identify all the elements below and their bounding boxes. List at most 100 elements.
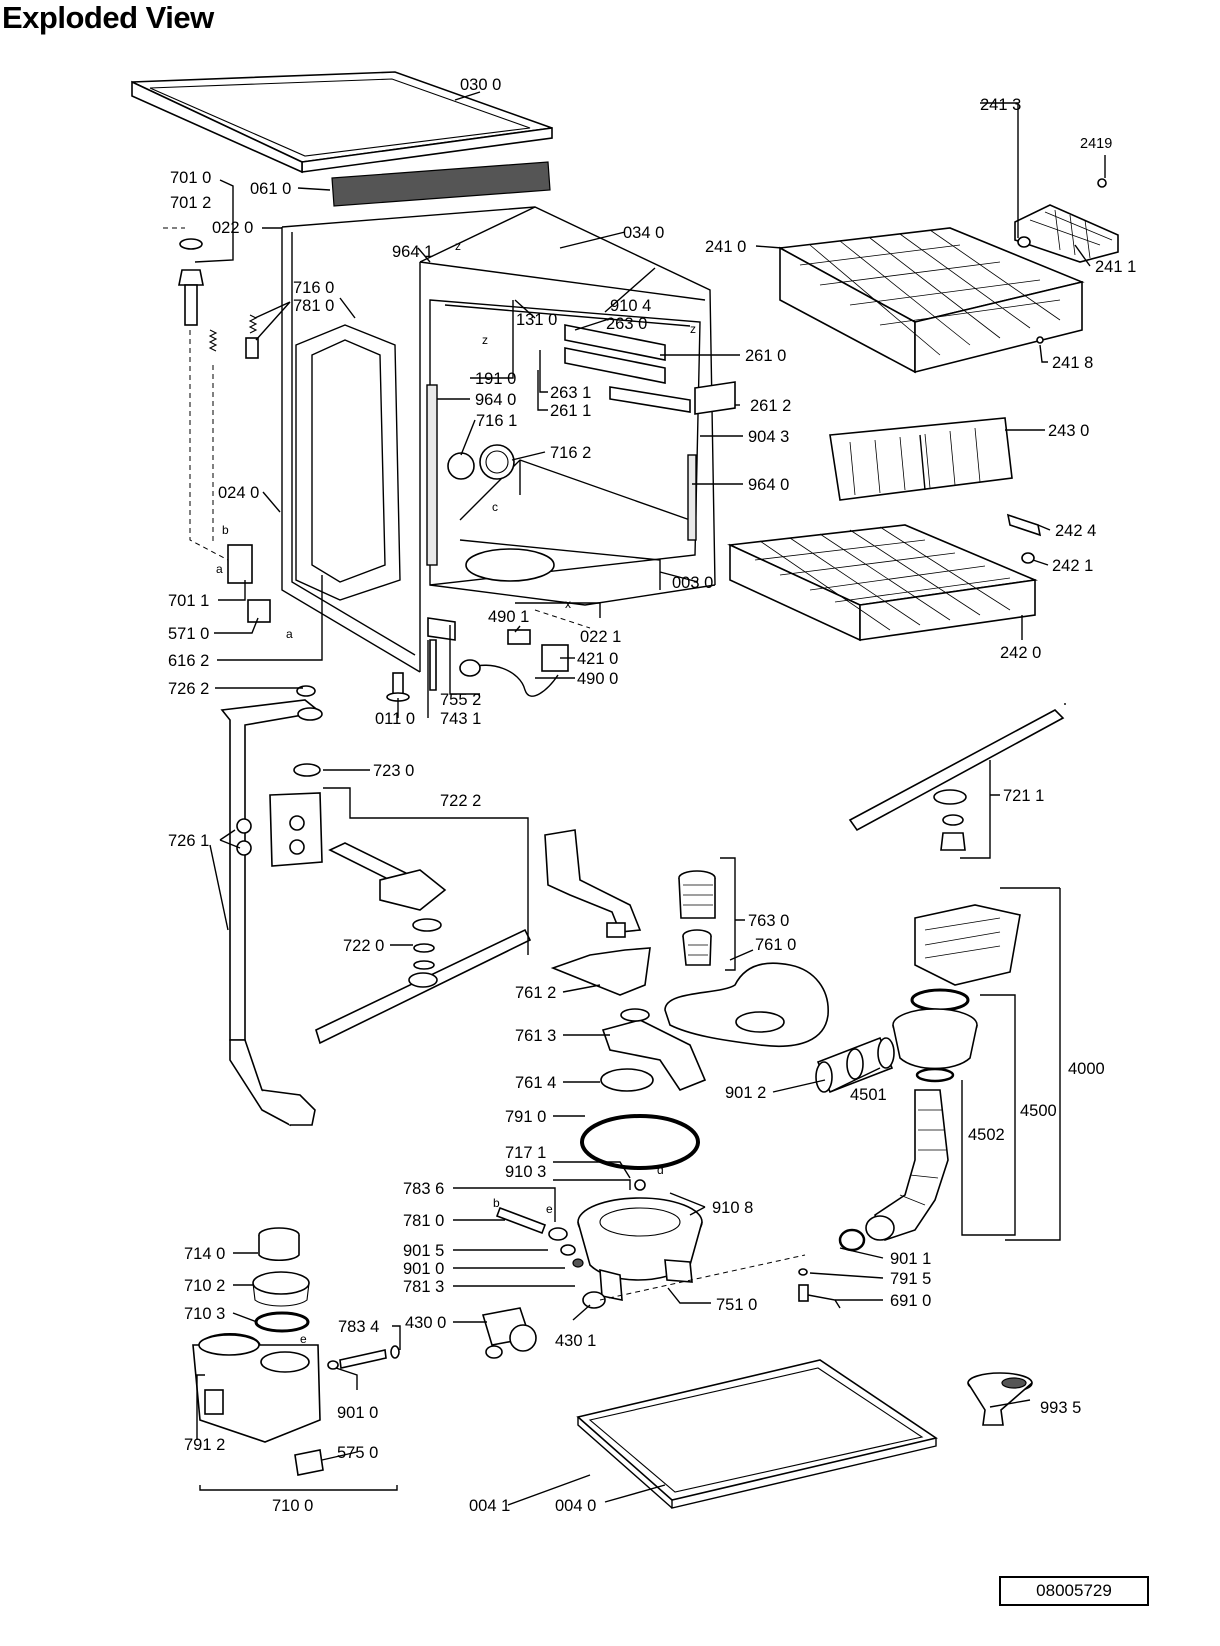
callout-242-0: 242 0	[1000, 644, 1041, 662]
heater-housing	[910, 904, 1021, 1012]
callout-242-4: 242 4	[1055, 522, 1096, 540]
callout-755-2: 755 2	[440, 691, 481, 709]
springs	[208, 314, 259, 359]
callout-761-0: 761 0	[755, 936, 796, 954]
ref-letter-z: z	[690, 322, 696, 336]
callout-714-0: 714 0	[184, 1245, 225, 1263]
callout-722-0: 722 0	[343, 937, 384, 955]
callout-571-0: 571 0	[168, 625, 209, 643]
callout-761-3: 761 3	[515, 1027, 556, 1045]
page-title: Exploded View	[2, 0, 214, 35]
callout-024-0: 024 0	[218, 484, 259, 502]
insulation-strip	[331, 161, 551, 207]
leader-lines	[163, 91, 1106, 1506]
callout-241-8: 241 8	[1052, 354, 1093, 372]
feed-pipe	[220, 685, 323, 1127]
callout-964-1: 964 1	[392, 243, 433, 261]
callout-241-0: 241 0	[705, 238, 746, 256]
callout-761-4: 761 4	[515, 1074, 556, 1092]
basket-small-parts	[1006, 178, 1107, 564]
callout-241-3: 241 3	[980, 96, 1021, 114]
salt-inlet	[327, 1345, 400, 1370]
callout-791-2: 791 2	[184, 1436, 225, 1454]
funnel	[967, 1372, 1033, 1426]
callout-761-2: 761 2	[515, 984, 556, 1002]
inlet-pipe	[495, 1206, 584, 1268]
top-cover	[131, 71, 553, 174]
callout-751-0: 751 0	[716, 1296, 757, 1314]
upper-rail	[564, 324, 691, 413]
callout-701-2: 701 2	[170, 194, 211, 212]
callout-011-0: 011 0	[375, 710, 415, 728]
callout-763-0: 763 0	[748, 912, 789, 930]
callout-4501: 4501	[850, 1086, 887, 1104]
callout-791-5: 791 5	[890, 1270, 931, 1288]
callout-004-1: 004 1	[469, 1497, 510, 1515]
reference-letters: z z z b a a c x b e d e	[216, 239, 696, 1346]
ref-letter-e: e	[300, 1332, 307, 1346]
callout-022-1: 022 1	[580, 628, 621, 646]
callout-781-3: 781 3	[403, 1278, 444, 1296]
callout-721-1: 721 1	[1003, 787, 1044, 805]
callout-781-0-lower: 781 0	[403, 1212, 444, 1230]
callout-701-0: 701 0	[170, 169, 211, 187]
callout-904-3: 904 3	[748, 428, 789, 446]
callout-964-0-right: 964 0	[748, 476, 789, 494]
callout-901-0-sump: 901 0	[403, 1260, 444, 1278]
salt-container	[192, 1227, 324, 1476]
callout-241-1: 241 1	[1095, 258, 1136, 276]
callout-022-0: 022 0	[212, 219, 253, 237]
ref-letter-z: z	[482, 333, 488, 347]
callout-722-2: 722 2	[440, 792, 481, 810]
callout-716-2: 716 2	[550, 444, 591, 462]
callout-901-1: 901 1	[890, 1250, 931, 1268]
ref-letter-z: z	[455, 239, 461, 253]
callout-910-8: 910 8	[712, 1199, 753, 1217]
water-guide	[550, 947, 707, 1092]
callout-716-1: 716 1	[476, 412, 517, 430]
ref-letter-x: x	[565, 597, 571, 611]
ref-letter-a: a	[216, 562, 223, 576]
ref-letter-d: d	[657, 1163, 664, 1177]
callout-131-0: 131 0	[516, 311, 557, 329]
callout-993-5: 993 5	[1040, 1399, 1081, 1417]
callout-964-0-upper: 964 0	[475, 391, 516, 409]
callout-4000: 4000	[1068, 1060, 1105, 1078]
callout-783-6: 783 6	[403, 1180, 444, 1198]
callout-710-3: 710 3	[184, 1305, 225, 1323]
callout-910-4: 910 4	[610, 297, 651, 315]
callout-261-0: 261 0	[745, 347, 786, 365]
callout-901-0-salt: 901 0	[337, 1404, 378, 1422]
callout-901-2: 901 2	[725, 1084, 766, 1102]
cup-rack	[1014, 204, 1119, 263]
callout-575-0: 575 0	[337, 1444, 378, 1462]
corrugated-hose	[865, 1089, 949, 1241]
callout-783-4: 783 4	[338, 1318, 379, 1336]
cable-bracket	[694, 381, 736, 415]
filter-plate	[664, 962, 829, 1047]
callout-034-0: 034 0	[623, 224, 664, 242]
sump	[577, 1179, 703, 1301]
hose-clip	[427, 617, 456, 691]
filter-assembly	[678, 870, 716, 966]
hose-connector	[815, 1036, 895, 1094]
callout-261-2: 261 2	[750, 397, 791, 415]
heater-pot	[892, 1008, 978, 1083]
callout-263-1: 263 1	[550, 384, 591, 402]
fan-grille	[447, 444, 515, 480]
sump-gasket	[580, 1114, 700, 1170]
callout-901-5: 901 5	[403, 1242, 444, 1260]
upper-basket	[777, 227, 1085, 374]
circulation-pump	[481, 1291, 606, 1359]
callout-191-0: 191 0	[475, 370, 516, 388]
callout-4502: 4502	[968, 1126, 1005, 1144]
callout-261-1: 261 1	[550, 402, 591, 420]
callout-910-3: 910 3	[505, 1163, 546, 1181]
callout-030-0: 030 0	[460, 76, 501, 94]
ref-letter-a: a	[286, 627, 293, 641]
door-seal-strip	[426, 384, 697, 566]
document-code: 08005729	[999, 1576, 1149, 1606]
leveling-foot	[386, 672, 410, 702]
callout-710-2: 710 2	[184, 1277, 225, 1295]
callout-430-1: 430 1	[555, 1332, 596, 1350]
